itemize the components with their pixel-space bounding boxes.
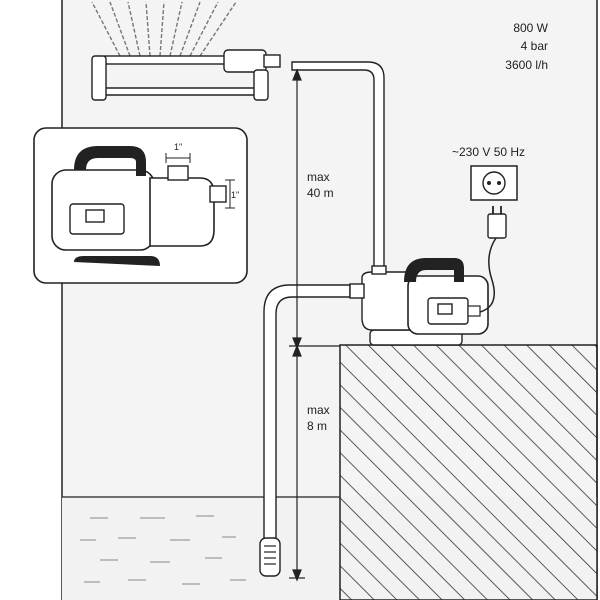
spec-power: 800 W — [513, 21, 548, 35]
ground-block — [339, 344, 598, 600]
sprinkler-motor — [223, 49, 267, 73]
electrical-supply-label: ~230 V 50 Hz — [452, 145, 525, 159]
pump-switch — [437, 303, 453, 315]
inset-pump-base — [74, 256, 160, 266]
sprinkler-connector — [263, 54, 281, 68]
power-plug — [487, 206, 507, 239]
sprinkler-spray — [91, 1, 237, 57]
inset-pump-housing — [149, 177, 215, 247]
sprinkler-left-foot — [91, 55, 107, 101]
max-head-label: max — [307, 170, 330, 184]
head-dimension — [292, 68, 302, 350]
sprinkler-base-bar — [97, 87, 264, 96]
pump-inlet-port — [349, 283, 365, 299]
max-head-value: 40 m — [307, 186, 334, 200]
pump-cable-gland — [467, 305, 481, 317]
inset-inlet-port — [209, 185, 227, 203]
power-cable — [479, 237, 497, 313]
outlet-thread-label: 1" — [174, 142, 182, 152]
water-ripples — [80, 515, 246, 585]
foot-valve — [259, 537, 281, 577]
inset-outlet-port — [167, 165, 189, 181]
spec-flow: 3600 l/h — [505, 58, 548, 72]
wall-socket — [470, 165, 518, 201]
suction-dimension — [289, 344, 340, 582]
inset-detail: 1" 1" — [33, 127, 248, 284]
foot-valve-slots — [264, 545, 276, 565]
max-suction-value: 8 m — [307, 419, 327, 433]
max-suction-label: max — [307, 403, 330, 417]
sprinkler-arm — [104, 55, 226, 65]
pump-body — [361, 271, 411, 331]
inset-switch — [85, 209, 105, 223]
spec-pressure: 4 bar — [521, 39, 548, 53]
pump-main — [349, 258, 489, 346]
pump-outlet-port — [371, 265, 387, 275]
sprinkler — [91, 1, 281, 101]
sprinkler-right-foot — [253, 69, 269, 101]
inlet-thread-label: 1" — [231, 190, 239, 200]
inset-pump-handle — [74, 146, 146, 176]
pump-handle — [404, 258, 464, 282]
